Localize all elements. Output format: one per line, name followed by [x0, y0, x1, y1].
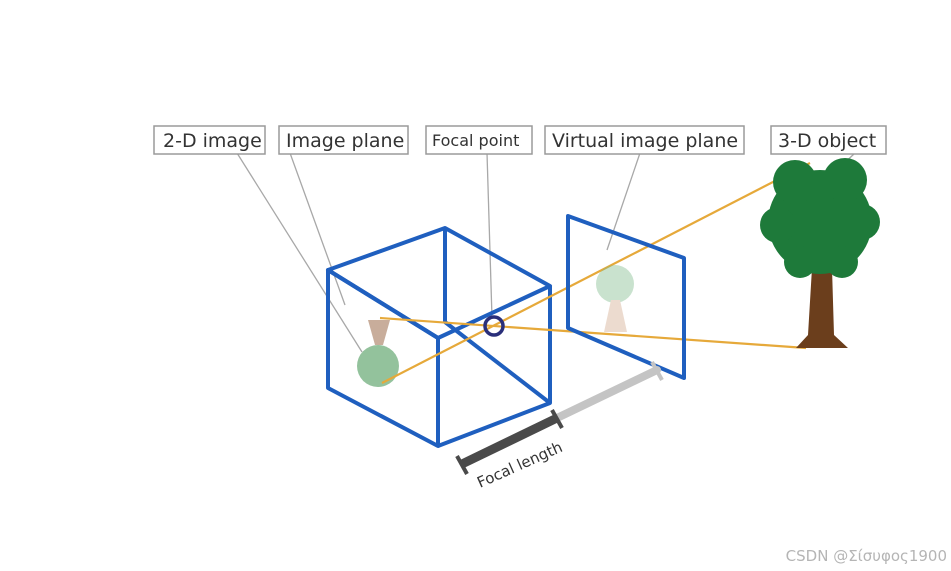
label-2d-image-text: 2-D image	[163, 130, 262, 152]
leader-2d-image	[236, 152, 363, 353]
virtual-trunk	[604, 300, 627, 332]
focal-length-cap-mid	[550, 409, 564, 429]
virtual-image-plane-frame	[566, 214, 686, 380]
label-image-plane-text: Image plane	[286, 130, 404, 152]
focal-point-marker	[483, 315, 505, 337]
light-rays	[379, 162, 811, 384]
focal-length-label: Focal length	[474, 438, 565, 492]
label-2d-image: 2-D image	[153, 125, 266, 155]
watermark: CSDN @Σίσυφος1900	[785, 547, 947, 565]
tree-foliage	[760, 158, 880, 278]
label-focal-point: Focal point	[425, 125, 533, 155]
focal-length-bar-dark	[460, 413, 559, 469]
three-d-object-tree	[760, 158, 880, 348]
ray-top	[381, 162, 811, 384]
virtual-image-tree	[596, 265, 634, 332]
virtual-foliage	[596, 265, 634, 303]
leader-focal-point	[486, 152, 493, 319]
leader-image-plane	[289, 152, 346, 306]
label-3d-object-text: 3-D object	[778, 130, 876, 152]
inverted-trunk	[368, 320, 390, 345]
two-d-image-inverted-tree	[357, 320, 399, 387]
label-focal-point-text: Focal point	[432, 131, 519, 150]
inverted-foliage	[357, 345, 399, 387]
focal-length-cap-left	[455, 455, 469, 475]
ray-bottom	[379, 316, 807, 350]
focal-length-bar-light	[553, 366, 661, 422]
tree-trunk	[796, 268, 848, 348]
label-virtual-image-plane: Virtual image plane	[544, 125, 745, 155]
label-3d-object: 3-D object	[770, 125, 887, 155]
focal-length-cap-right	[650, 361, 664, 381]
cube-inner-diagonal	[443, 320, 552, 405]
label-image-plane: Image plane	[278, 125, 409, 155]
label-virtual-image-plane-text: Virtual image plane	[552, 130, 738, 152]
camera-cube	[326, 226, 552, 448]
